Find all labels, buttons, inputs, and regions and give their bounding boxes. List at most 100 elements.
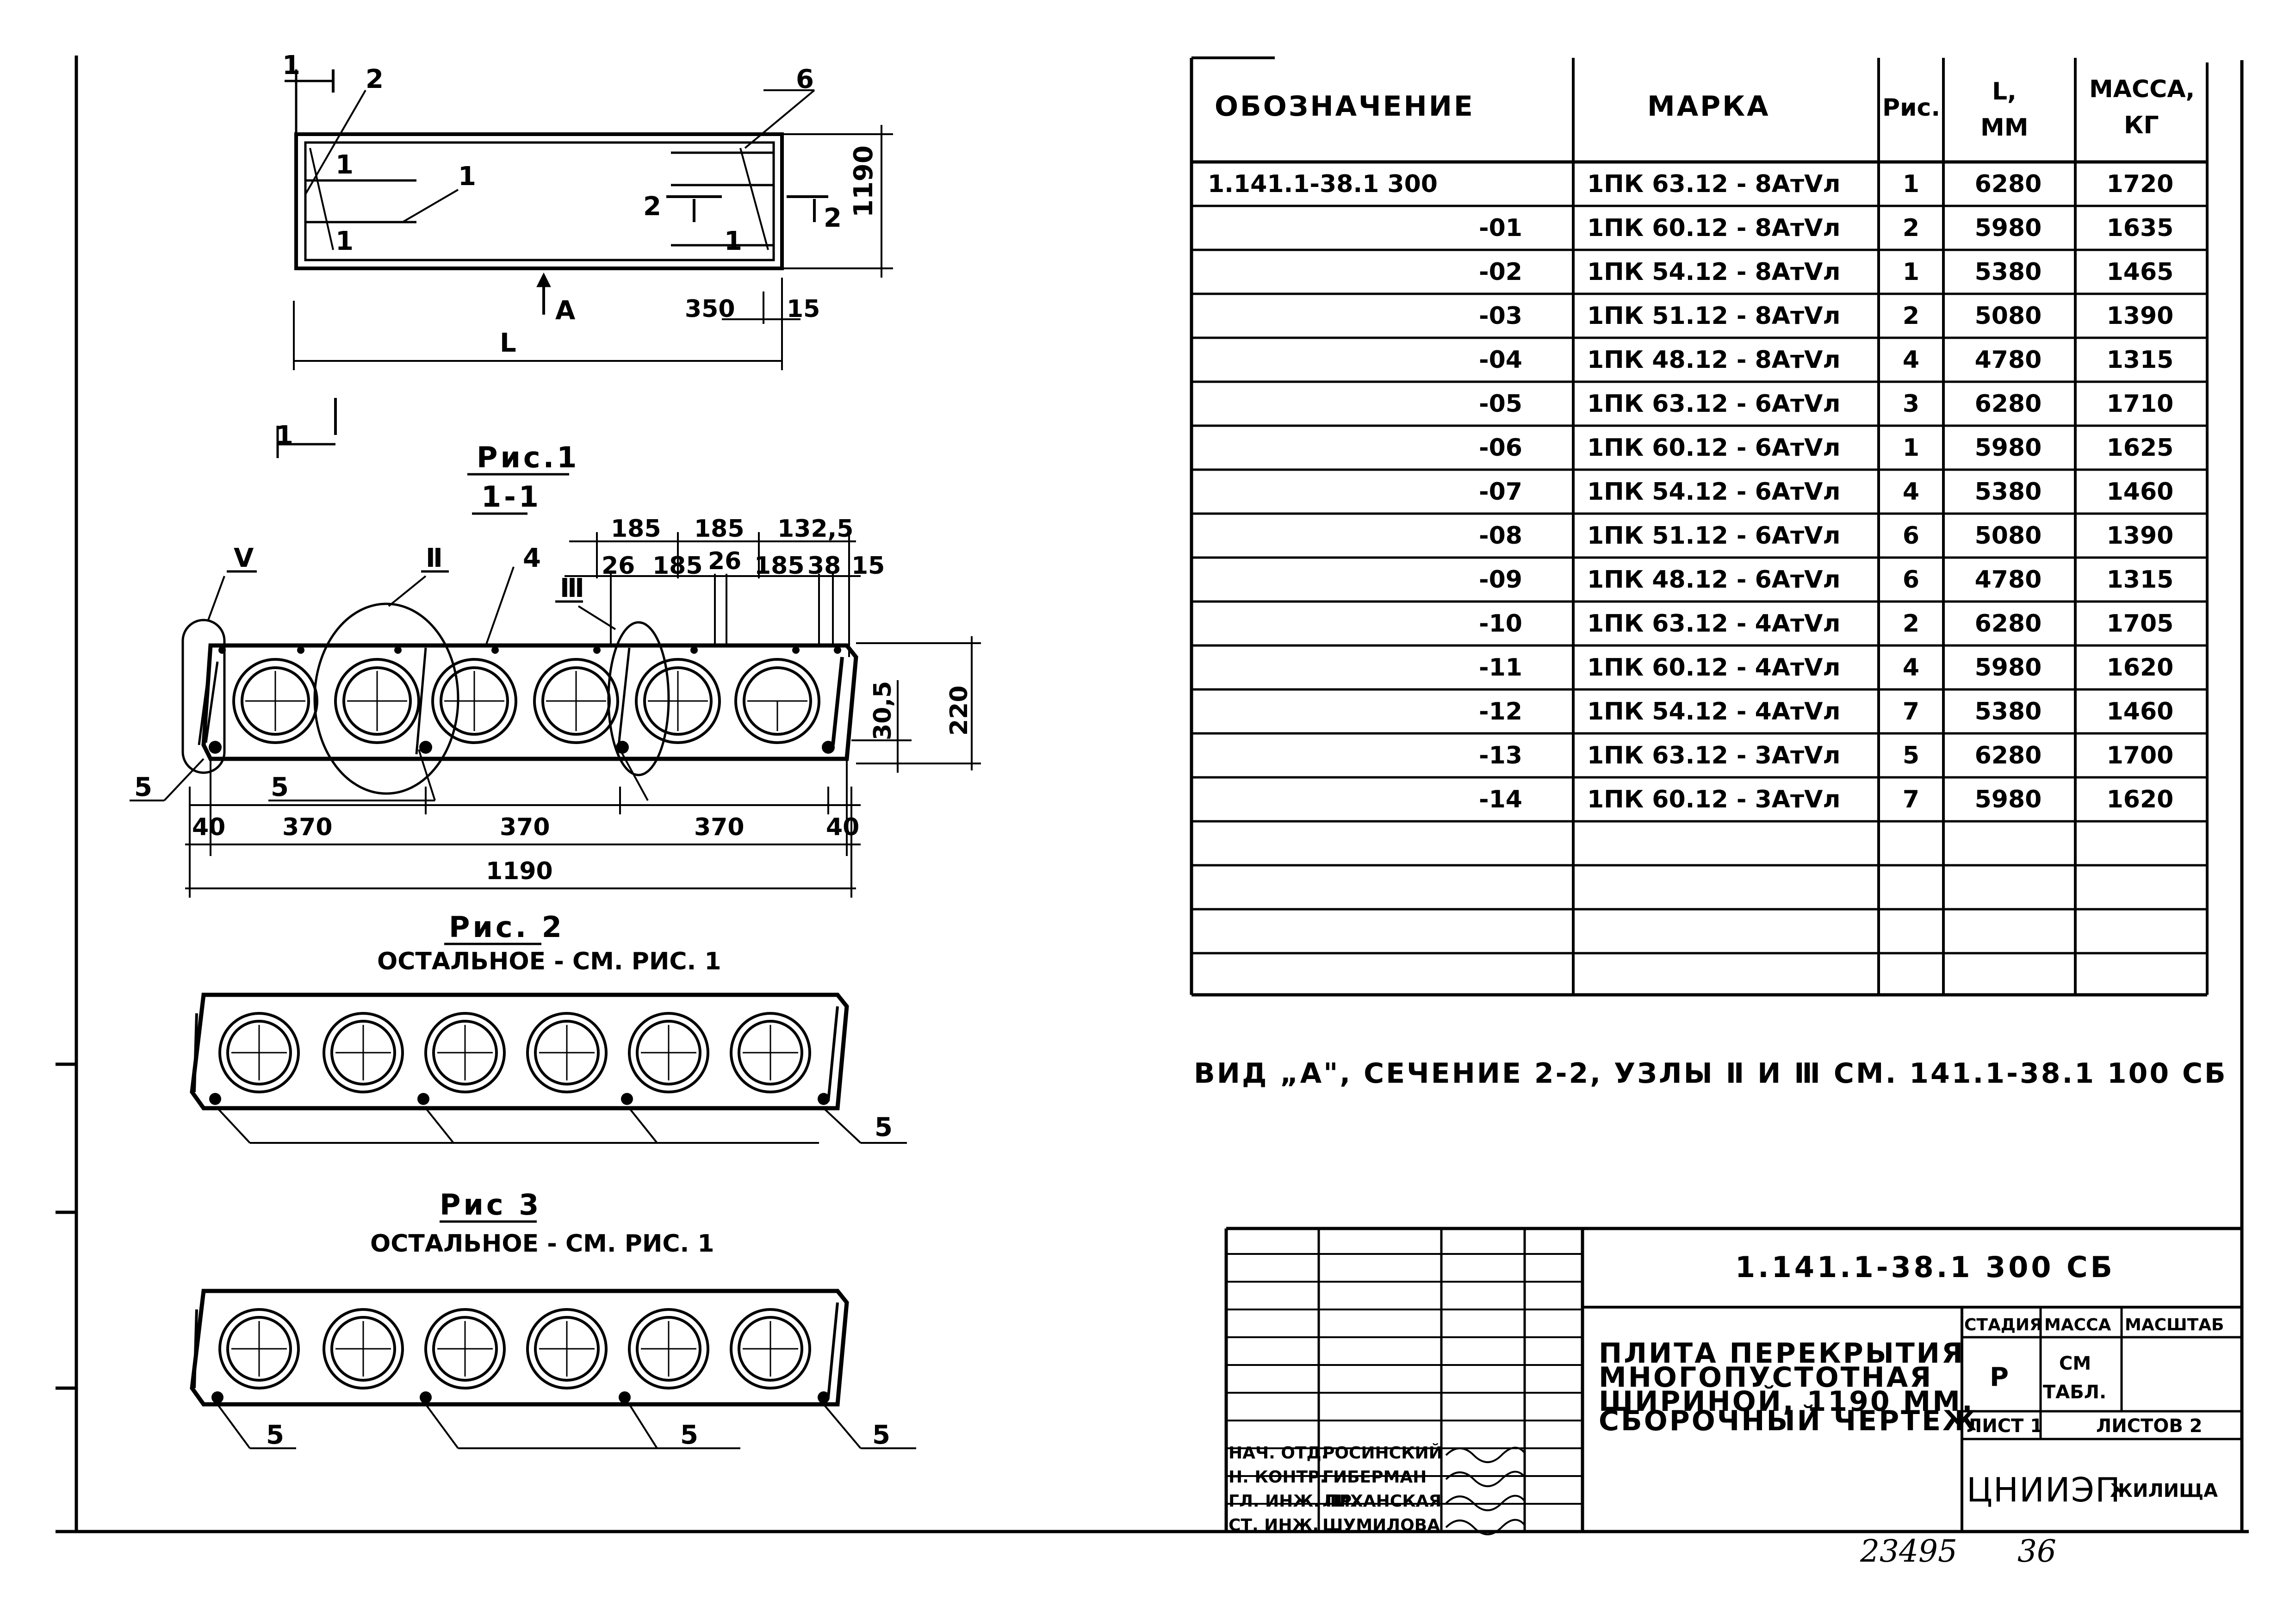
header-fig: Рис. — [1882, 94, 1940, 122]
fig2-subtitle: ОСТАЛЬНОЕ - СМ. РИС. 1 — [377, 948, 721, 975]
spec-cell-mass: 1315 — [2107, 346, 2174, 374]
node-ii-label: Ⅱ — [426, 543, 443, 573]
spec-cell-designation: -13 — [1479, 742, 1522, 769]
signature-scribble — [1445, 1470, 1526, 1487]
spec-cell-designation: -14 — [1479, 786, 1522, 813]
top2-dim-15: 15 — [851, 552, 885, 580]
spec-cell-mark: 1ПК 54.12 - 8АтⅤл — [1587, 258, 1840, 286]
spec-cell-mark: 1ПК 60.12 - 4АтⅤл — [1587, 654, 1840, 682]
signature-row: ГЛ. ИНЖ. ПР.ЛИХАНСКАЯ — [1229, 1492, 1526, 1511]
node-v-label: Ⅴ — [234, 543, 254, 573]
header-length-line2: ММ — [1980, 114, 2029, 142]
top-dim-185-b: 185 — [694, 515, 745, 543]
mass-value: СМ ТАБЛ. — [2043, 1353, 2106, 1403]
spec-cell-fig: 7 — [1903, 786, 1919, 813]
header-designation: ОБОЗНАЧЕНИЕ — [1215, 90, 1475, 123]
label-2: 2 — [366, 64, 384, 94]
reference-note: ВИД „А", СЕЧЕНИЕ 2-2, УЗЛЫ Ⅱ И Ⅲ СМ. 141… — [1194, 1057, 2228, 1090]
document-code: 1.141.1-38.1 300 СБ — [1735, 1250, 2115, 1284]
label-1-inner-right: 1 — [724, 226, 742, 256]
fig1-voids — [209, 646, 841, 754]
dim-1190-top: 1190 — [849, 145, 879, 217]
bottom-dim-370-c: 370 — [694, 813, 745, 841]
spec-cell-length: 4780 — [1975, 346, 2042, 374]
dim-350: 350 — [685, 295, 735, 323]
signature-role: СТ. ИНЖ. — [1229, 1516, 1319, 1535]
spec-cell-mass: 1315 — [2107, 566, 2174, 594]
spec-cell-length: 5980 — [1975, 654, 2042, 682]
node-iii-label: Ⅲ — [560, 573, 584, 603]
title-block-grid — [1224, 1227, 2242, 1532]
spec-cell-fig: 1 — [1903, 170, 1919, 198]
title-block: 1.141.1-38.1 300 СБ ПЛИТА ПЕРЕКРЫТИЯ МНО… — [1224, 1227, 2242, 1535]
top-view-drawing — [276, 69, 893, 458]
dim-l: L — [500, 328, 516, 358]
fig1-subtitle: 1-1 — [481, 480, 541, 514]
signature-name: ЛИХАНСКАЯ — [1322, 1492, 1441, 1511]
spec-cell-fig: 1 — [1903, 258, 1919, 286]
spec-cell-length: 5980 — [1975, 786, 2042, 813]
label-5-mid: 5 — [271, 772, 289, 802]
signature-role: Н. КОНТР. — [1229, 1468, 1326, 1487]
spec-cell-mark: 1ПК 54.12 - 4АтⅤл — [1587, 698, 1840, 726]
spec-cell-designation: -05 — [1479, 390, 1522, 418]
spec-cell-length: 5080 — [1975, 522, 2042, 550]
spec-cell-mass: 1460 — [2107, 698, 2174, 726]
product-title: ПЛИТА ПЕРЕКРЫТИЯ МНОГОПУСТОТНАЯ ШИРИНОЙ,… — [1599, 1337, 1986, 1437]
top-view-labels: 1 2 1 6 2 1 1 1 2 1190 А 350 15 L 1 — [275, 50, 879, 451]
spec-cell-mark: 1ПК 48.12 - 6АтⅤл — [1587, 566, 1840, 594]
spec-cell-fig: 2 — [1903, 610, 1919, 638]
top2-dim-185-a: 185 — [652, 552, 703, 580]
spec-cell-length: 6280 — [1975, 742, 2042, 769]
section-mark-2-right: 2 — [824, 203, 842, 233]
header-length-line1: L, — [1992, 78, 2017, 105]
spec-cell-mark: 1ПК 63.12 - 6АтⅤл — [1587, 390, 1840, 418]
signature-name: ГИБЕРМАН — [1322, 1468, 1427, 1487]
signature-scribble — [1445, 1519, 1526, 1535]
spec-cell-fig: 5 — [1903, 742, 1919, 769]
spec-cell-designation: -09 — [1479, 566, 1522, 594]
spec-cell-length: 6280 — [1975, 390, 2042, 418]
fig2-title: Рис. 2 — [449, 910, 565, 944]
label-1: 1 — [458, 161, 476, 192]
fig2-voids — [209, 1012, 830, 1105]
spec-cell-mark: 1ПК 51.12 - 8АтⅤл — [1587, 302, 1840, 330]
section-mark-1-top: 1 — [282, 50, 300, 81]
spec-cell-length: 5980 — [1975, 434, 2042, 462]
spec-cell-mass: 1625 — [2107, 434, 2174, 462]
spec-cell-designation: -07 — [1479, 478, 1522, 506]
spec-cell-mass: 1705 — [2107, 610, 2174, 638]
mass-label: МАССА — [2044, 1315, 2111, 1334]
dim-1190-section: 1190 — [486, 857, 553, 885]
spec-cell-mark: 1ПК 51.12 - 6АтⅤл — [1587, 522, 1840, 550]
spec-cell-mark: 1ПК 54.12 - 6АтⅤл — [1587, 478, 1840, 506]
top2-dim-26-b: 26 — [708, 547, 741, 575]
header-mark: МАРКА — [1647, 90, 1770, 123]
archive-number: 23495 — [1860, 1533, 1957, 1569]
fig3-slab-drawing — [190, 1289, 916, 1449]
signature-role: ГЛ. ИНЖ. ПР. — [1229, 1492, 1358, 1511]
spec-cell-fig: 2 — [1903, 214, 1919, 242]
bottom-dim-40-right: 40 — [826, 813, 859, 841]
spec-cell-designation: -12 — [1479, 698, 1522, 726]
fig2-slab-drawing — [190, 993, 907, 1144]
spec-cell-designation: -06 — [1479, 434, 1522, 462]
fig2-label-5: 5 — [875, 1112, 893, 1142]
fig3-subtitle: ОСТАЛЬНОЕ - СМ. РИС. 1 — [370, 1230, 714, 1258]
fig1-labels: Ⅴ Ⅱ Ⅲ 4 5 5 185 185 132,5 26 185 26 185 … — [134, 515, 973, 885]
spec-table: ОБОЗНАЧЕНИЕ МАРКА Рис. L, ММ МАССА, КГ 1… — [1190, 56, 2209, 997]
